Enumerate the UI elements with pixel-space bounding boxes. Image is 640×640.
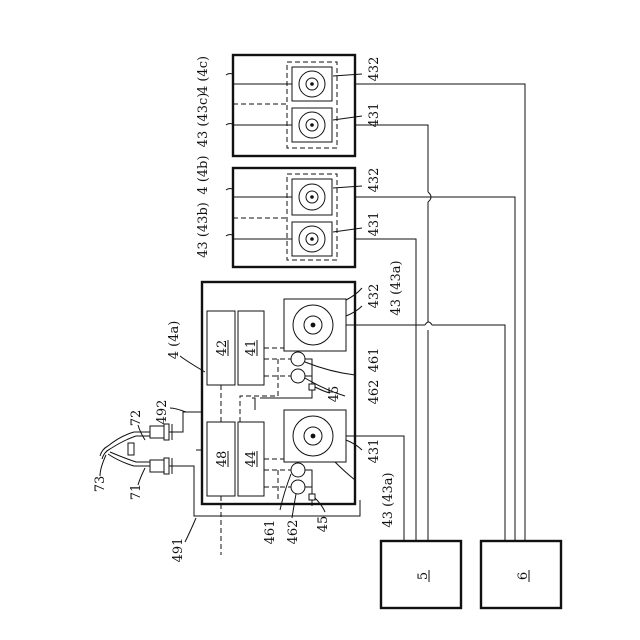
unit-4b: 4 (4b) 43 (43b) 432 431 [196,155,382,267]
module-431-hub-4c [310,123,314,127]
label-73: 73 [93,476,108,493]
unit-4a: 42 41 48 44 [167,260,404,555]
label-462-top: 462 [367,380,382,405]
label-71: 71 [129,484,144,501]
lead-432-4b [333,186,362,188]
label-43a-top: 43 (43a) [389,260,404,315]
label-432-4c: 432 [367,57,382,82]
label-432-4a: 432 [367,284,382,309]
label-4c: 4 (4c) [196,56,211,94]
piping: 492 72 71 73 491 [93,398,360,562]
label-43b: 43 (43b) [196,202,211,258]
label-431-4a: 431 [367,439,382,464]
module-431-hub-4a [311,434,316,439]
label-43a-bottom: 43 (43a) [381,472,396,527]
module-432-hub-4b [310,195,314,199]
label-45-bottom: 45 [316,516,331,533]
label-4a: 4 (4a) [167,321,182,360]
label-4b: 4 (4b) [196,155,211,194]
sensor-45-lower [309,494,315,500]
valve-461-lower [291,463,305,477]
label-45-top: 45 [327,386,342,403]
unit-4c: 4 (4c) 43 (43c) 432 431 [196,55,382,156]
lead-432-4c [333,74,362,76]
pipe-492 [172,412,202,432]
module-432-hub-4c [310,82,314,86]
label-461-top: 461 [367,348,382,373]
connector-71-body [150,460,164,472]
label-431-4c: 431 [367,103,382,128]
connector-71-flange [164,458,169,474]
unit-4c-dashed-enclosure [287,62,337,148]
label-462-bottom: 462 [286,520,301,545]
unit-4b-dashed-enclosure [287,174,337,260]
sensor-45-upper [309,384,315,390]
module-431-hub-4b [310,237,314,241]
label-432-4b: 432 [367,168,382,193]
controllers: 5 6 [381,541,561,608]
wiring [346,84,525,541]
connector-72-flange [164,424,169,440]
valve-461-upper [291,352,305,366]
connector-72-body [150,426,164,438]
pipe-491 [172,466,360,516]
valve-462-upper [291,369,305,383]
module-432-hub-4a [311,323,316,328]
label-491: 491 [171,538,186,563]
label-43c: 43 (43c) [196,93,211,148]
valve-462-lower [291,480,305,494]
label-461-bottom: 461 [263,520,278,545]
label-492: 492 [155,400,170,425]
label-431-4b: 431 [367,212,382,237]
label-72: 72 [129,410,144,427]
